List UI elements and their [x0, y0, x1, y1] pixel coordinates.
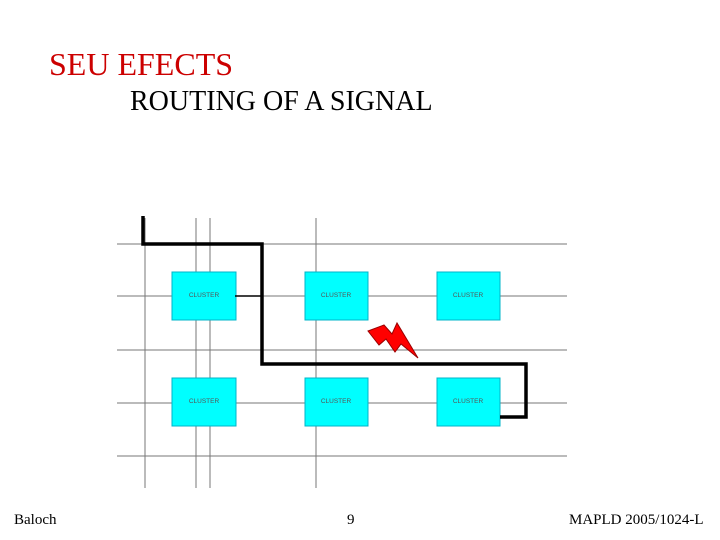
- slide-subtitle: ROUTING OF A SIGNAL: [130, 86, 433, 117]
- cluster-label: CLUSTER: [321, 398, 352, 405]
- lightning-bolt-icon: [367, 321, 419, 359]
- cluster-block: CLUSTER: [436, 271, 501, 321]
- footer-page-number: 9: [347, 512, 355, 528]
- cluster-label: CLUSTER: [189, 292, 220, 299]
- cluster-block: CLUSTER: [171, 377, 237, 427]
- cluster-label: CLUSTER: [453, 292, 484, 299]
- footer-conference: MAPLD 2005/1024-L: [569, 512, 704, 528]
- cluster-block: CLUSTER: [304, 377, 369, 427]
- slide-title: SEU EFECTS: [49, 46, 234, 82]
- cluster-label: CLUSTER: [453, 398, 484, 405]
- routing-grid: [117, 218, 567, 488]
- cluster-label: CLUSTER: [189, 398, 220, 405]
- signal-route: [141, 216, 528, 419]
- cluster-block: CLUSTER: [436, 377, 501, 427]
- cluster-blocks: CLUSTER CLUSTER CLUSTER CLUSTER CLUSTER …: [171, 271, 501, 427]
- footer-author: Baloch: [14, 512, 57, 528]
- cluster-label: CLUSTER: [321, 292, 352, 299]
- cluster-block: CLUSTER: [171, 271, 237, 321]
- cluster-block: CLUSTER: [304, 271, 369, 321]
